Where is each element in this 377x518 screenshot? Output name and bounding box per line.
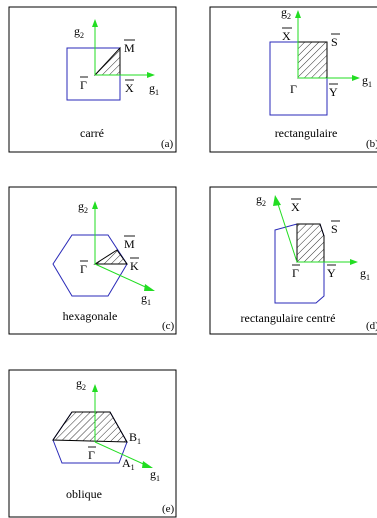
g2-label: g2: [256, 192, 266, 208]
b1-point-label: B1: [129, 430, 141, 446]
panel-frame: [8, 186, 177, 335]
panel-c: g2 g1 Γ K M hexagonale (c): [8, 186, 177, 335]
panel-caption: carré: [80, 126, 104, 140]
g1-label: g1: [360, 266, 370, 282]
m-point-label: M: [124, 237, 135, 251]
g2-arrowhead: [273, 195, 281, 206]
g2-arrowhead: [92, 19, 98, 27]
panel-e: g2 g1 Γ A1 B1 oblique (e): [8, 369, 177, 518]
panel-tag: (e): [162, 503, 175, 515]
irreducible-wedge: [297, 41, 328, 79]
g1-arrowhead: [350, 259, 358, 265]
s-point-label: S: [331, 222, 338, 236]
panel-frame: [8, 369, 177, 518]
panel-tag: (a): [161, 138, 174, 150]
irreducible-wedge: [296, 223, 325, 263]
brillouin-zone: [52, 234, 128, 297]
irreducible-wedge: [93, 249, 128, 265]
gamma-point-label: Γ: [290, 82, 297, 96]
gamma-point-label: Γ: [88, 448, 95, 462]
g1-arrowhead: [352, 75, 360, 81]
g1-axis: [94, 441, 151, 468]
g2-arrowhead: [92, 384, 98, 392]
g1-axis: [94, 263, 153, 291]
g1-label: g1: [362, 73, 372, 89]
g2-arrowhead: [92, 201, 98, 209]
panel-tag: (c): [162, 320, 175, 332]
g1-arrowhead: [142, 461, 153, 468]
g1-label: g1: [141, 291, 151, 307]
panel-b: g2 g1 Γ Y S X rectangulaire (b): [209, 5, 377, 153]
panel-tag: (b): [366, 138, 377, 150]
g2-label: g2: [281, 5, 291, 21]
panel-d: g2 g1 Γ Y S X rectangulaire centré (d): [209, 186, 377, 335]
y-point-label: Y: [327, 266, 336, 280]
g1-arrowhead: [144, 284, 155, 291]
panel-frame: [8, 6, 177, 153]
gamma-point-label: Γ: [80, 262, 87, 276]
g2-axis: [275, 197, 298, 263]
panel-tag: (d): [366, 320, 377, 332]
m-point-label: M: [124, 41, 135, 55]
g2-label: g2: [78, 199, 88, 215]
panel-caption: oblique: [66, 487, 102, 501]
g1-arrowhead: [147, 72, 155, 78]
s-point-label: S: [331, 35, 338, 49]
g2-label: g2: [74, 24, 84, 40]
g2-arrowhead: [295, 10, 301, 18]
g2-label: g2: [76, 376, 86, 392]
a1-point-label: A1: [122, 456, 135, 472]
gamma-point-label: Γ: [80, 78, 87, 92]
x-point-label: X: [282, 29, 291, 43]
panel-caption: hexagonale: [63, 309, 118, 323]
gamma-point-label: Γ: [292, 266, 299, 280]
panel-caption: rectangulaire centré: [241, 311, 336, 325]
x-point-label: X: [291, 200, 300, 214]
k-point-label: K: [130, 259, 139, 273]
panel-frame: [209, 6, 377, 153]
g1-label: g1: [149, 81, 159, 97]
x-point-label: X: [125, 81, 134, 95]
panel-a: g2 g1 Γ X M carré (a): [8, 6, 177, 153]
g1-label: g1: [150, 467, 160, 483]
panel-caption: rectangulaire: [275, 126, 338, 140]
panel-frame: [209, 186, 377, 335]
irreducible-wedge: [52, 411, 128, 443]
y-point-label: Y: [329, 85, 338, 99]
